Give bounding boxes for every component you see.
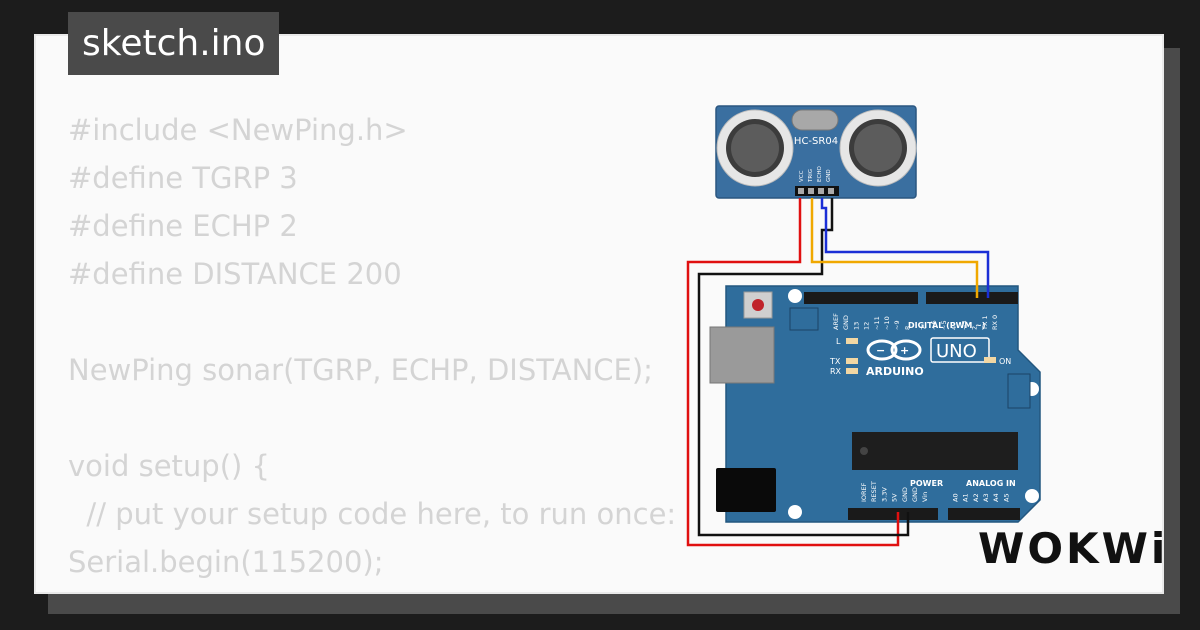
pin-label: ~9 xyxy=(893,320,901,330)
pin-label: GND xyxy=(901,487,909,502)
sensor-label: HC-SR04 xyxy=(794,136,838,147)
wire-gnd[interactable] xyxy=(697,198,910,537)
pin-label: A1 xyxy=(962,493,970,502)
digital-header-label: DIGITAL (PWM ~) xyxy=(908,321,986,330)
pin-label: GND xyxy=(842,315,850,330)
pin-label: A2 xyxy=(972,493,980,502)
arduino-logo: − + xyxy=(866,339,922,361)
pin-label: IOREF xyxy=(860,482,868,502)
led-tx-label: TX xyxy=(829,357,841,366)
sensor-transducer-left xyxy=(716,109,794,187)
pin-label: 12 xyxy=(863,322,871,330)
pin-label: RESET xyxy=(870,481,878,502)
pin-label: GND xyxy=(911,487,919,502)
sensor-pin-label: GND xyxy=(826,169,832,182)
pin-label: 2 xyxy=(971,326,979,330)
wokwi-logo: WOKWi xyxy=(978,524,1169,573)
reset-button[interactable] xyxy=(743,291,773,319)
pin-label: 4 xyxy=(950,326,958,330)
led-rx-label: RX xyxy=(830,367,842,376)
pin-label: TX 1 xyxy=(981,315,989,331)
pin-label: ~11 xyxy=(873,316,881,330)
sensor-pin-label: ECHO xyxy=(817,166,823,182)
arduino-brand: ARDUINO xyxy=(866,365,924,378)
pin-label: A3 xyxy=(982,493,990,502)
atmega-chip xyxy=(852,432,1018,470)
pin-label: RX 0 xyxy=(991,315,999,330)
pin-label: ~5 xyxy=(940,320,948,330)
svg-text:+: + xyxy=(900,344,909,357)
hc-sr04-sensor[interactable]: HC-SR04 VCC TRIG ECHO GND xyxy=(715,105,917,199)
pin-label: ~6 xyxy=(930,320,938,330)
analog-header-label: ANALOG IN xyxy=(966,479,1016,488)
led-l-label: L xyxy=(836,337,841,346)
pin-label: AREF xyxy=(832,313,840,330)
sensor-transducer-right xyxy=(839,109,917,187)
arduino-model: UNO xyxy=(936,341,977,362)
pin-label: A5 xyxy=(1002,493,1010,502)
wire-vcc[interactable] xyxy=(686,198,900,547)
pin-label: 5V xyxy=(891,493,899,502)
wire-echo[interactable] xyxy=(820,198,990,298)
pin-label: 8 xyxy=(903,326,911,330)
pin-label: A4 xyxy=(992,493,1000,502)
pin-label: Vin xyxy=(921,492,929,502)
pin-label: ~10 xyxy=(883,316,891,330)
pin-label: 3.3V xyxy=(880,487,888,502)
pin-label: A0 xyxy=(951,493,959,502)
power-header-label: POWER xyxy=(910,479,943,488)
file-tab: sketch.ino xyxy=(68,12,280,75)
pin-label: ~3 xyxy=(960,320,968,330)
wire-trig[interactable] xyxy=(810,198,979,298)
led-on-label: ON xyxy=(999,357,1011,366)
pin-label: 13 xyxy=(852,322,860,330)
sensor-pin-label: VCC xyxy=(799,170,805,182)
sensor-pin-label: TRIG xyxy=(808,169,814,183)
pin-label: 7 xyxy=(920,326,928,330)
code-preview: #include <NewPing.h> #define TGRP 3 #def… xyxy=(68,113,677,579)
svg-text:−: − xyxy=(876,344,885,357)
arduino-uno-board[interactable]: DIGITAL (PWM ~) − + ARDUINO UNO L TX RX … xyxy=(709,285,1041,523)
